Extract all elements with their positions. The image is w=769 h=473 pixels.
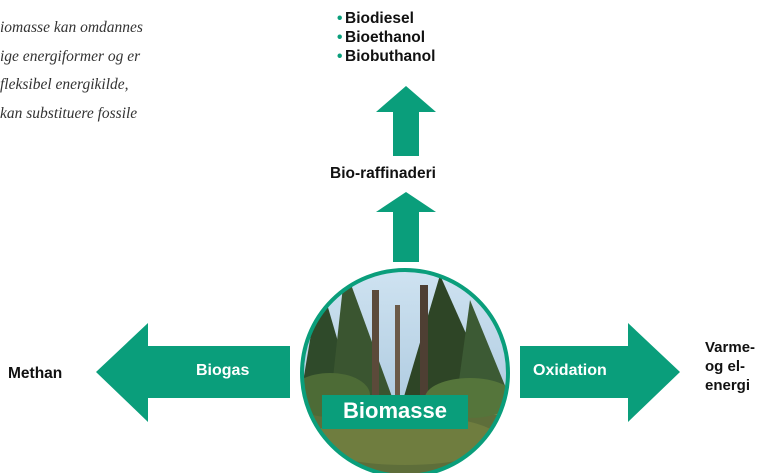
right-end-line-2: og el- — [705, 358, 745, 375]
refinery-label: Bio-raffinaderi — [330, 165, 436, 182]
right-end-label: Varme- og el- energi — [705, 338, 755, 395]
bullet-icon: • — [337, 10, 343, 27]
left-end-label: Methan — [8, 365, 63, 382]
photo-ring — [300, 268, 510, 473]
center-label: Biomasse — [343, 398, 447, 423]
product-label: Biobuthanol — [345, 48, 436, 65]
right-arrow-label: Oxidation — [533, 362, 607, 379]
intro-line-1: iomasse kan omdannes — [0, 19, 143, 36]
intro-line-4: kan substituere fossile — [0, 104, 138, 122]
left-arrow-label: Biogas — [196, 362, 250, 379]
left-arrow — [96, 323, 290, 422]
product-item: •Bioethanol — [337, 28, 435, 47]
right-arrow — [520, 323, 680, 422]
lower-arrow — [376, 192, 436, 262]
product-label: Bioethanol — [345, 29, 426, 46]
intro-line-3: fleksibel energikilde, — [0, 76, 129, 93]
right-end-line-1: Varme- — [705, 339, 756, 356]
intro-text: iomasse kan omdannes ige energiformer og… — [0, 14, 240, 128]
right-end-line-3: energi — [705, 377, 751, 394]
bullet-icon: • — [337, 29, 343, 46]
upper-arrow — [376, 86, 436, 156]
product-list: •Biodiesel •Bioethanol •Biobuthanol — [337, 9, 435, 66]
bullet-icon: • — [337, 48, 343, 65]
product-item: •Biobuthanol — [337, 47, 435, 66]
biomasse-label-box — [322, 395, 468, 429]
product-item: •Biodiesel — [337, 9, 435, 28]
product-label: Biodiesel — [345, 10, 414, 27]
intro-line-2: ige energiformer og er — [0, 47, 141, 65]
